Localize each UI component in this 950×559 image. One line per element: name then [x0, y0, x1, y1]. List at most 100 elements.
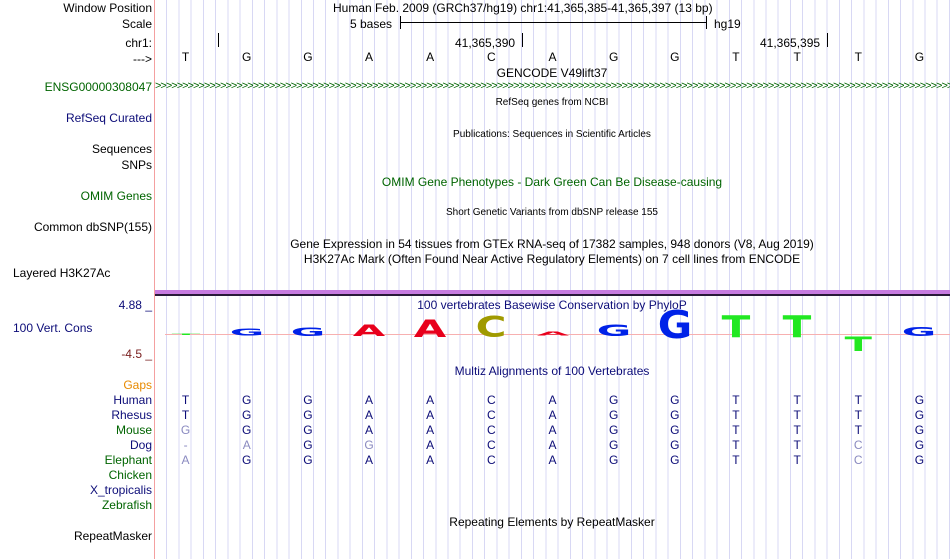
scale-label: Scale — [121, 17, 152, 31]
alignment-base: G — [914, 423, 925, 437]
alignment-base: A — [548, 423, 557, 437]
alignment-base: T — [732, 438, 740, 452]
alignment-base: G — [914, 453, 925, 467]
alignment-base: G — [242, 393, 252, 407]
alignment-base: G — [670, 408, 680, 422]
alignment-base: G — [914, 393, 925, 407]
gene-id-label[interactable]: ENSG00000308047 — [44, 80, 152, 94]
alignment-base: C — [487, 453, 496, 467]
alignment-base: G — [303, 438, 313, 452]
alignment-base: A — [548, 438, 557, 452]
label-divider — [154, 0, 155, 559]
alignment-base: T — [793, 453, 801, 467]
species-label: Zebrafish — [101, 498, 152, 512]
alignment-base: A — [181, 453, 190, 467]
alignment-base: A — [365, 453, 374, 467]
reference-base: T — [181, 50, 190, 64]
alignment-base: G — [670, 393, 680, 407]
alignment-base: G — [303, 423, 313, 437]
reference-base: T — [732, 50, 740, 64]
conservation-logo-letter: T — [782, 309, 812, 345]
alignment-base: T — [732, 393, 740, 407]
repeatmasker-label[interactable]: RepeatMasker — [73, 529, 152, 543]
reference-base: T — [854, 50, 862, 64]
alignment-base: A — [426, 423, 435, 437]
reference-base: G — [670, 50, 680, 64]
scale-bar — [400, 22, 707, 23]
alignment-base: G — [670, 453, 680, 467]
conservation-logo-letter: G — [902, 324, 937, 340]
alignment-base: C — [487, 438, 496, 452]
alignment-base: G — [608, 423, 619, 437]
alignment-base: T — [793, 408, 801, 422]
reference-base: A — [365, 50, 374, 64]
position-395: 41,365,395 — [760, 36, 821, 50]
alignment-base: G — [608, 408, 619, 422]
alignment-base: G — [242, 423, 252, 437]
alignment-base: T — [793, 423, 801, 437]
reference-base: A — [426, 50, 435, 64]
tick — [218, 33, 219, 47]
conservation-logo-letter: T — [844, 333, 872, 356]
snps-label[interactable]: SNPs — [121, 158, 152, 172]
conservation-logo-letter: A — [352, 321, 386, 341]
common-dbsnp-label[interactable]: Common dbSNP(155) — [33, 220, 152, 234]
cons-track-label[interactable]: 100 Vert. Cons — [13, 321, 93, 335]
conservation-logo-letter: T — [171, 333, 200, 336]
reference-base: G — [242, 50, 252, 64]
dbsnp-title: Short Genetic Variants from dbSNP releas… — [446, 207, 658, 218]
alignment-base: T — [854, 393, 862, 407]
species-label: Dog — [129, 438, 152, 452]
conservation-logo-letter: G — [290, 325, 326, 339]
species-label: Elephant — [104, 453, 152, 467]
omim-label[interactable]: OMIM Genes — [80, 189, 152, 203]
alignment-base: A — [426, 453, 435, 467]
alignment-base: G — [303, 393, 313, 407]
sequences-label[interactable]: Sequences — [91, 142, 152, 156]
alignment-base: A — [365, 423, 374, 437]
species-label: Mouse — [115, 423, 152, 437]
refseq-title: RefSeq genes from NCBI — [495, 97, 609, 108]
alignment-base: C — [853, 453, 863, 467]
tick — [522, 33, 523, 47]
gencode-title: GENCODE V49lift37 — [496, 66, 608, 80]
zero-line — [165, 334, 950, 335]
conservation-logo-letter: G — [596, 321, 631, 341]
track-divider — [155, 294, 950, 296]
assembly-position: Human Feb. 2009 (GRCh37/hg19) chr1:41,36… — [333, 1, 713, 15]
publications-title: Publications: Sequences in Scientific Ar… — [453, 129, 651, 140]
alignment-base: T — [732, 453, 740, 467]
alignment-base: G — [914, 438, 925, 452]
species-label: Chicken — [108, 468, 152, 482]
alignment-base: C — [487, 393, 496, 407]
alignment-base: G — [608, 438, 619, 452]
alignment-base: G — [303, 408, 313, 422]
conservation-logo-letter: A — [413, 315, 447, 343]
reference-base: T — [793, 50, 801, 64]
alignment-base: A — [365, 393, 374, 407]
reference-base: G — [914, 50, 925, 64]
multiz-title: Multiz Alignments of 100 Vertebrates — [454, 364, 650, 378]
layered-h3k27ac-label[interactable]: Layered H3K27Ac — [13, 266, 111, 280]
track-labels: Window Position Scale chr1: ---> ENSG000… — [0, 0, 154, 559]
reference-base: G — [608, 50, 619, 64]
alignment-base: T — [181, 393, 190, 407]
alignment-base: G — [303, 453, 313, 467]
reference-base: A — [548, 50, 557, 64]
drag-reorder-bar[interactable] — [155, 290, 950, 294]
gaps-label: Gaps — [123, 378, 152, 392]
alignment-base: A — [242, 438, 251, 452]
alignment-base: T — [854, 408, 862, 422]
alignment-base: T — [732, 408, 740, 422]
omim-title: OMIM Gene Phenotypes - Dark Green Can Be… — [381, 175, 723, 189]
conservation-logo-letter: A — [536, 331, 569, 337]
reference-base: C — [487, 50, 496, 64]
reference-base: G — [303, 50, 313, 64]
alignment-base: C — [487, 423, 496, 437]
alignment-base: G — [608, 453, 619, 467]
refseq-label[interactable]: RefSeq Curated — [65, 111, 152, 125]
alignment-base: G — [180, 423, 191, 437]
window-position-label: Window Position — [63, 1, 152, 15]
gene-arrows[interactable]: >>>>>>>>>>>>>>>>>>>>>>>>>>>>>>>>>>>>>>>>… — [155, 80, 950, 92]
browser-image[interactable]: Human Feb. 2009 (GRCh37/hg19) chr1:41,36… — [155, 0, 950, 559]
